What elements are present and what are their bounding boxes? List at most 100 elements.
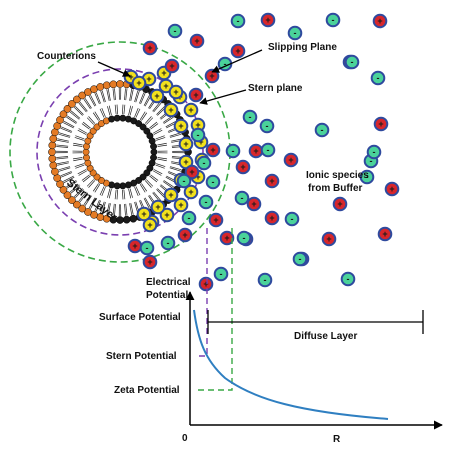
- svg-text:+: +: [163, 81, 168, 91]
- svg-text:-: -: [146, 243, 149, 253]
- svg-text:+: +: [141, 209, 146, 219]
- cation-icon: +: [188, 87, 204, 103]
- svg-text:+: +: [378, 119, 383, 129]
- svg-text:+: +: [147, 220, 152, 230]
- svg-text:+: +: [169, 61, 174, 71]
- cation-icon: +: [260, 12, 276, 28]
- svg-text:-: -: [212, 177, 215, 187]
- svg-text:-: -: [370, 156, 373, 166]
- svg-text:-: -: [205, 197, 208, 207]
- anion-icon: -: [340, 271, 356, 287]
- diffuse-layer-label: Diffuse Layer: [294, 331, 357, 342]
- svg-text:+: +: [128, 72, 133, 82]
- svg-text:-: -: [243, 233, 246, 243]
- slipping-plane-circle: [9, 41, 231, 263]
- svg-text:-: -: [237, 16, 240, 26]
- counterion-icon: +: [178, 136, 194, 152]
- svg-text:-: -: [241, 193, 244, 203]
- svg-text:-: -: [351, 57, 354, 67]
- svg-text:-: -: [347, 274, 350, 284]
- svg-text:-: -: [232, 146, 235, 156]
- slipping-plane-arrow: [211, 49, 263, 73]
- svg-text:+: +: [240, 162, 245, 172]
- surface-potential-label: Surface Potential: [99, 312, 181, 323]
- anion-icon: -: [359, 169, 375, 185]
- cation-icon: +: [184, 164, 200, 180]
- svg-text:+: +: [188, 105, 193, 115]
- anion-icon: -: [160, 235, 176, 251]
- cation-icon: +: [377, 226, 393, 242]
- stern-plane-arrow: [199, 89, 247, 105]
- svg-text:+: +: [209, 71, 214, 81]
- svg-text:+: +: [265, 15, 270, 25]
- anion-icon: -: [176, 173, 192, 189]
- anion-icon: -: [242, 109, 258, 125]
- counterion-icon: +: [131, 75, 147, 91]
- svg-text:+: +: [168, 190, 173, 200]
- svg-text:+: +: [161, 68, 166, 78]
- svg-text:+: +: [146, 74, 151, 84]
- buffer-ions-group: ++++++++++++++++++++++++++++++----------…: [127, 12, 400, 292]
- svg-text:-: -: [220, 269, 223, 279]
- anion-icon: -: [292, 251, 308, 267]
- anion-icon: -: [325, 12, 341, 28]
- cation-icon: +: [198, 276, 214, 292]
- svg-text:+: +: [182, 230, 187, 240]
- svg-text:+: +: [164, 210, 169, 220]
- ionic-species-label-line1: Ionic species: [306, 170, 369, 181]
- svg-text:-: -: [249, 112, 252, 122]
- counterion-icon: +: [178, 154, 194, 170]
- anion-icon: -: [225, 143, 241, 159]
- origin-label: 0: [182, 433, 188, 444]
- svg-text:+: +: [183, 139, 188, 149]
- cation-icon: +: [248, 143, 264, 159]
- cation-icon: +: [373, 116, 389, 132]
- svg-text:-: -: [291, 214, 294, 224]
- svg-text:-: -: [188, 213, 191, 223]
- svg-text:+: +: [183, 157, 188, 167]
- cation-icon: +: [235, 159, 251, 175]
- svg-text:-: -: [366, 172, 369, 182]
- svg-text:-: -: [332, 15, 335, 25]
- electrical-potential-label-line1: Electrical: [146, 277, 191, 288]
- counterion-icon: +: [163, 187, 179, 203]
- svg-text:+: +: [194, 36, 199, 46]
- svg-text:+: +: [224, 233, 229, 243]
- svg-text:+: +: [147, 43, 152, 53]
- svg-text:-: -: [294, 28, 297, 38]
- svg-text:+: +: [198, 137, 203, 147]
- counterion-icon: +: [183, 184, 199, 200]
- stern-plane-projection: [195, 228, 208, 357]
- counterion-icon: +: [183, 102, 199, 118]
- anion-icon: -: [205, 174, 221, 190]
- svg-text:+: +: [389, 184, 394, 194]
- cation-icon: +: [142, 40, 158, 56]
- anion-icon: -: [139, 240, 155, 256]
- anion-icon: -: [181, 210, 197, 226]
- svg-text:+: +: [193, 90, 198, 100]
- stern-plane-label: Stern plane: [248, 83, 303, 94]
- anion-icon: -: [259, 118, 275, 134]
- anion-icon: -: [314, 122, 330, 138]
- svg-text:+: +: [235, 46, 240, 56]
- anion-icon: -: [236, 230, 252, 246]
- x-axis-label: R: [333, 434, 341, 445]
- svg-text:+: +: [136, 78, 141, 88]
- cation-icon: +: [264, 210, 280, 226]
- anion-icon: -: [167, 23, 183, 39]
- svg-text:+: +: [155, 202, 160, 212]
- svg-text:+: +: [188, 187, 193, 197]
- cation-icon: +: [177, 227, 193, 243]
- potential-curve: [193, 309, 389, 420]
- cation-icon: +: [246, 196, 262, 212]
- svg-text:-: -: [373, 147, 376, 157]
- svg-text:+: +: [337, 199, 342, 209]
- cation-icon: +: [230, 43, 246, 59]
- svg-text:-: -: [377, 73, 380, 83]
- slipping-plane-label: Slipping Plane: [268, 42, 337, 53]
- counterions-label: Counterions: [37, 51, 96, 62]
- svg-text:-: -: [267, 145, 270, 155]
- svg-text:+: +: [132, 241, 137, 251]
- svg-text:-: -: [197, 130, 200, 140]
- cation-icon: +: [127, 238, 143, 254]
